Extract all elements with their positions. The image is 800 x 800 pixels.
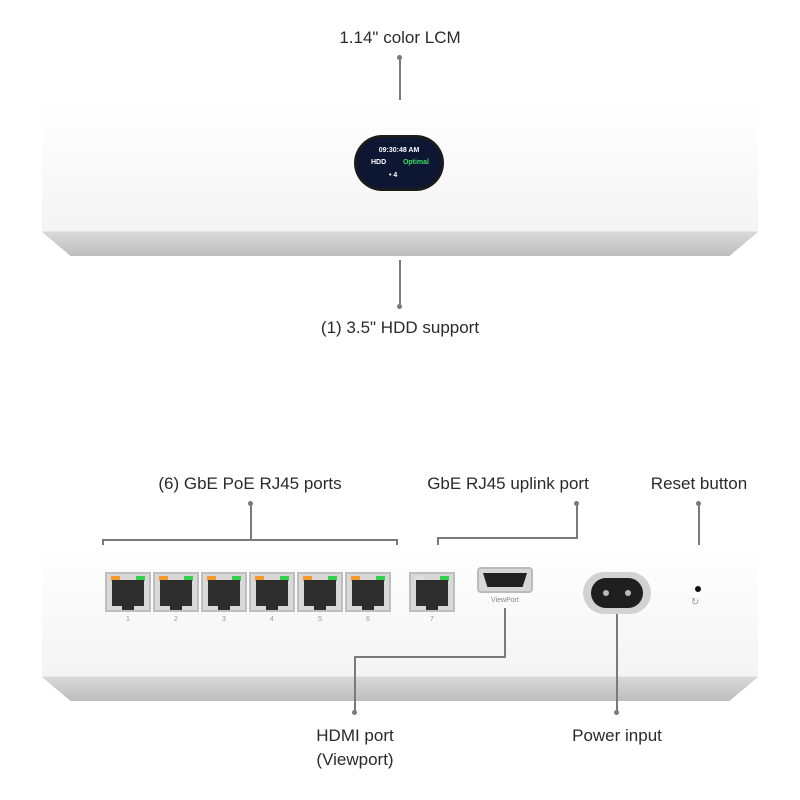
port-number: 4	[270, 616, 274, 623]
hdmi-label-line2: (Viewport)	[316, 750, 394, 769]
poe-port-6[interactable]: 6	[345, 572, 391, 623]
poe-bracket-top	[102, 539, 398, 541]
hdmi-port[interactable]	[477, 567, 533, 593]
port-number: 1	[126, 616, 130, 623]
poe-port-4[interactable]: 4	[249, 572, 295, 623]
hdmi-callout-dot	[352, 710, 357, 715]
lcm-screen: 09:30:48 AM HDD Optimal • 4	[357, 138, 441, 188]
reset-callout-dot	[696, 501, 701, 506]
power-prong-right	[625, 590, 631, 596]
power-socket	[591, 578, 643, 608]
port-socket	[112, 580, 144, 610]
power-callout-stem	[616, 614, 618, 712]
lcm-callout-dot	[397, 55, 402, 60]
hdd-callout-dot	[397, 304, 402, 309]
port-socket	[208, 580, 240, 610]
port-led-orange	[111, 576, 120, 581]
device-top-base	[42, 232, 758, 256]
uplink-callout-horizontal	[437, 537, 578, 539]
hdmi-socket	[483, 573, 527, 587]
poe-port-5[interactable]: 5	[297, 572, 343, 623]
port-number: 6	[366, 616, 370, 623]
port-led-green	[184, 576, 193, 581]
power-input[interactable]	[583, 572, 651, 614]
port-socket	[416, 580, 448, 610]
port-number: 7	[430, 616, 434, 623]
uplink-callout-dot	[574, 501, 579, 506]
port-led-green	[376, 576, 385, 581]
hdd-label: (1) 3.5" HDD support	[320, 318, 480, 337]
poe-port-3[interactable]: 3	[201, 572, 247, 623]
port-led-orange	[255, 576, 264, 581]
power-prong-left	[603, 590, 609, 596]
poe-port-2[interactable]: 2	[153, 572, 199, 623]
port-led-orange	[351, 576, 360, 581]
port-led-orange	[207, 576, 216, 581]
port-number: 3	[222, 616, 226, 623]
uplink-callout-stem	[576, 504, 578, 538]
poe-port-1[interactable]: 1	[105, 572, 151, 623]
lcm-count: • 4	[389, 172, 398, 179]
power-callout-dot	[614, 710, 619, 715]
port-number: 2	[174, 616, 178, 623]
port-socket	[160, 580, 192, 610]
uplink-port[interactable]: 7	[409, 572, 455, 623]
poe-callout-stem	[250, 504, 252, 540]
poe-callout-dot	[248, 501, 253, 506]
port-led-orange	[303, 576, 312, 581]
port-number: 5	[318, 616, 322, 623]
port-led-orange	[415, 576, 424, 581]
lcm-hdd-label: HDD	[371, 159, 387, 166]
hdmi-callout-horizontal	[354, 656, 506, 658]
port-led-green	[328, 576, 337, 581]
device-back-base	[42, 677, 758, 701]
hdd-callout-line	[399, 260, 401, 306]
lcm-callout-line	[399, 58, 401, 140]
power-label: Power input	[572, 726, 662, 745]
port-socket	[304, 580, 336, 610]
hdmi-callout-stem	[504, 608, 506, 658]
port-led-green	[440, 576, 449, 581]
reset-callout-stem	[698, 504, 700, 556]
port-led-green	[136, 576, 145, 581]
port-led-green	[232, 576, 241, 581]
reset-button[interactable]	[695, 586, 701, 592]
lcm-label: 1.14" color LCM	[339, 28, 461, 47]
port-led-orange	[159, 576, 168, 581]
hdmi-port-text: ViewPort	[491, 597, 519, 604]
reset-label: Reset button	[650, 474, 748, 493]
port-socket	[352, 580, 384, 610]
poe-ports-label: (6) GbE PoE RJ45 ports	[158, 474, 342, 493]
reset-icon: ↻	[691, 597, 700, 608]
uplink-label: GbE RJ45 uplink port	[427, 474, 589, 493]
hdmi-label-line1: HDMI port	[316, 726, 394, 745]
lcm-time: 09:30:48 AM	[378, 147, 420, 154]
port-led-green	[280, 576, 289, 581]
hdmi-callout-drop	[354, 656, 356, 712]
port-socket	[256, 580, 288, 610]
lcm-status: Optimal	[402, 159, 429, 166]
